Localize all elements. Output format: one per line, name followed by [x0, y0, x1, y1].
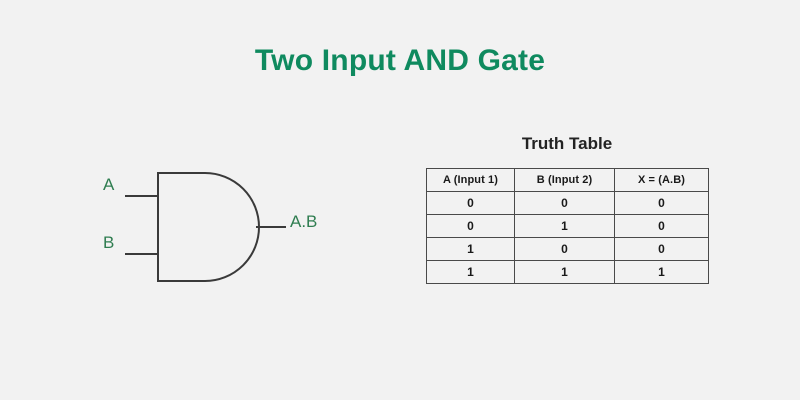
truth-table-title: Truth Table	[521, 134, 613, 153]
column-header-x: X = (A.B)	[614, 168, 709, 192]
truth-table-header-row: A (Input 1) B (Input 2) X = (A.B)	[426, 168, 709, 192]
and-gate-drawing	[125, 172, 286, 282]
cell-x: 1	[614, 260, 709, 284]
table-row: 0 1 0	[426, 214, 709, 238]
table-row: 0 0 0	[426, 191, 709, 215]
cell-b: 1	[514, 260, 615, 284]
table-row: 1 1 1	[426, 260, 709, 284]
truth-table-block: Truth Table A (Input 1) B (Input 2) X = …	[426, 134, 709, 284]
output-label-ab: A.B	[290, 212, 318, 231]
page-title: Two Input AND Gate	[254, 44, 546, 77]
and-gate-figure: A B A.B	[80, 150, 380, 310]
cell-b: 0	[514, 191, 615, 215]
cell-a: 1	[426, 237, 515, 261]
cell-b: 0	[514, 237, 615, 261]
and-gate-body	[157, 172, 260, 282]
column-header-a: A (Input 1)	[426, 168, 515, 192]
input-label-a: A	[103, 175, 115, 194]
cell-a: 1	[426, 260, 515, 284]
cell-x: 0	[614, 214, 709, 238]
cell-a: 0	[426, 191, 515, 215]
input-label-b: B	[103, 233, 115, 252]
cell-a: 0	[426, 214, 515, 238]
cell-x: 0	[614, 237, 709, 261]
cell-x: 0	[614, 191, 709, 215]
column-header-b: B (Input 2)	[514, 168, 615, 192]
table-row: 1 0 0	[426, 237, 709, 261]
cell-b: 1	[514, 214, 615, 238]
truth-table: A (Input 1) B (Input 2) X = (A.B) 0 0 0 …	[426, 168, 709, 284]
